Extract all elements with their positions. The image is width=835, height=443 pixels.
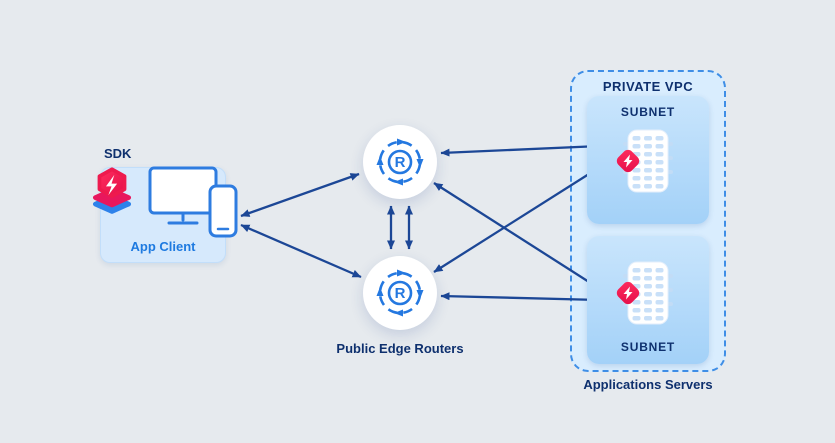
- edge-router-top: R: [363, 125, 437, 199]
- server-chip-icon: [616, 261, 673, 325]
- subnet-top: SUBNET: [587, 96, 709, 224]
- edge-router-bottom: R: [363, 256, 437, 330]
- lightning-badge-icon: [616, 149, 640, 173]
- applications-servers-label: Applications Servers: [583, 377, 713, 392]
- router-letter: R: [395, 285, 406, 302]
- lightning-badge-icon: [616, 281, 640, 305]
- arrow-client-top-router: [240, 172, 360, 218]
- subnet-bottom: SUBNET: [587, 236, 709, 364]
- public-edge-routers-label: Public Edge Routers: [336, 341, 464, 356]
- sdk-layers-icon: [92, 167, 132, 214]
- subnet-top-label: SUBNET: [620, 105, 676, 119]
- app-client: SDK App Client: [86, 146, 240, 266]
- subnet-bottom-label: SUBNET: [620, 340, 676, 354]
- server-chip-icon: [616, 129, 673, 193]
- app-client-label: App Client: [130, 239, 196, 254]
- phone-icon: [208, 184, 238, 238]
- lightning-icon: [105, 174, 118, 196]
- monitor-icon: [148, 166, 218, 225]
- arrow-client-bottom-router: [240, 223, 362, 279]
- sdk-label: SDK: [104, 146, 132, 161]
- router-icon: R: [376, 269, 424, 317]
- router-icon: R: [376, 138, 424, 186]
- private-vpc-label: PRIVATE VPC: [602, 79, 694, 94]
- router-letter: R: [395, 154, 406, 171]
